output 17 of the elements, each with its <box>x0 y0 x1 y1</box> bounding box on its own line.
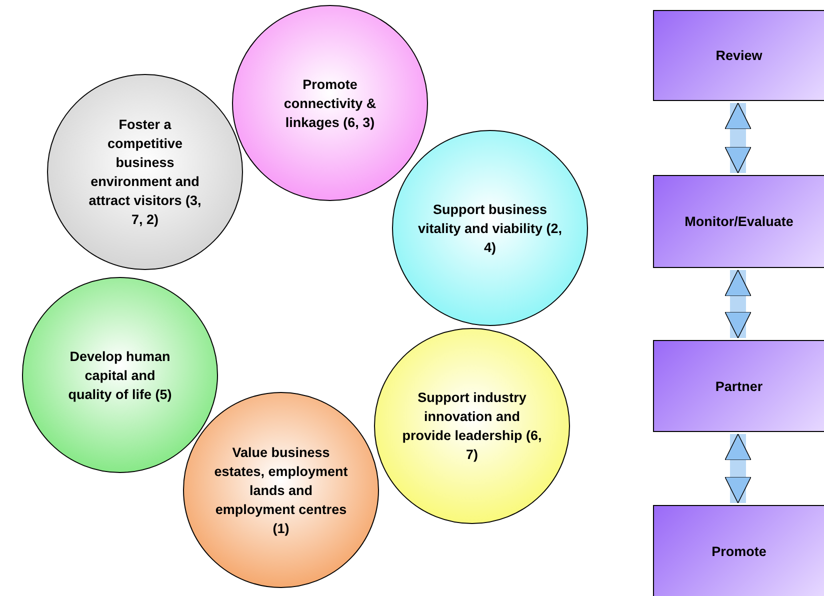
node-text: Review <box>716 47 762 65</box>
node-text: Support industry innovation and provide leadership (6, 7) <box>401 389 543 464</box>
node-text: Promote <box>712 542 766 560</box>
node-text: Partner <box>715 378 763 396</box>
process-box <box>653 10 824 101</box>
node-text: Value business estates, employment lands and employment centres (1) <box>213 444 349 538</box>
node-text: Promote connectivity & linkages (6, 3) <box>282 76 378 132</box>
process-box <box>653 340 824 432</box>
double-arrow <box>724 102 752 174</box>
node-text: Develop human capital and quality of life (5) <box>67 348 173 404</box>
process-box <box>653 175 824 268</box>
node-text: Support business vitality and viability (2, 4) <box>417 200 563 256</box>
double-arrow <box>724 270 752 338</box>
node-text: Monitor/Evaluate <box>684 213 794 231</box>
double-arrow <box>724 434 752 504</box>
process-box <box>653 505 824 596</box>
node-text: Foster a competitive business environment and attract visitors (3, 7, 2) <box>88 116 202 229</box>
